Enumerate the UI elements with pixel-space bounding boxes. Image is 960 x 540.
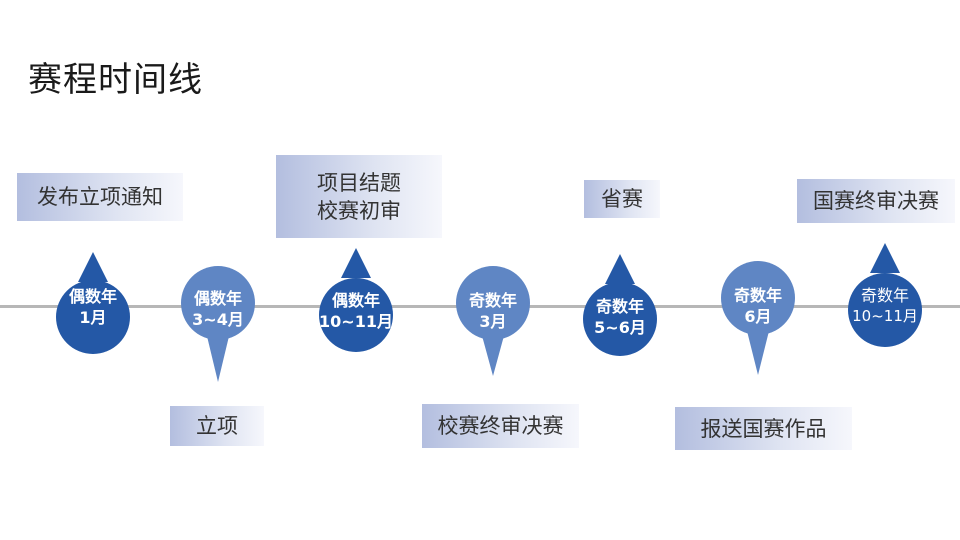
timeline-node-4: 奇数年 3月 <box>453 262 533 382</box>
node-marker-pointer-up <box>319 248 393 352</box>
event-label: 项目结题 <box>317 170 401 195</box>
node-month-label: 3~4月 <box>192 310 244 329</box>
node-month-label: 3月 <box>479 312 507 331</box>
event-box-1: 发布立项通知 <box>17 173 183 221</box>
timeline-node-5: 奇数年 5~6月 <box>580 254 660 374</box>
node-year-label: 奇数年 <box>468 291 517 310</box>
event-label: 国赛终审决赛 <box>813 189 939 213</box>
node-year-label: 奇数年 <box>860 286 909 305</box>
node-year-label: 偶数年 <box>331 291 380 310</box>
node-marker-pointer-down <box>456 266 530 376</box>
timeline-node-2: 偶数年 3~4月 <box>178 262 258 382</box>
event-box-6: 报送国赛作品 <box>675 407 852 450</box>
event-box-5: 省赛 <box>584 180 660 218</box>
timeline-node-1: 偶数年 1月 <box>53 252 133 372</box>
event-box-7: 国赛终审决赛 <box>797 179 955 223</box>
node-marker-pointer-down <box>181 266 255 382</box>
event-label: 省赛 <box>601 187 643 211</box>
node-year-label: 偶数年 <box>68 287 117 306</box>
event-label: 立项 <box>196 414 238 438</box>
node-month-label: 10~11月 <box>852 307 918 325</box>
node-marker-pointer-up <box>56 252 130 354</box>
event-box-3: 项目结题 校赛初审 <box>276 155 442 238</box>
node-month-label: 1月 <box>79 308 107 327</box>
node-marker-pointer-up <box>848 243 922 347</box>
event-label: 发布立项通知 <box>37 185 163 209</box>
node-year-label: 奇数年 <box>595 297 644 316</box>
event-label: 校赛初审 <box>317 198 401 223</box>
event-label: 校赛终审决赛 <box>437 414 564 438</box>
node-year-label: 奇数年 <box>733 286 782 305</box>
event-box-4: 校赛终审决赛 <box>422 404 579 448</box>
node-year-label: 偶数年 <box>193 289 242 308</box>
event-label: 报送国赛作品 <box>700 416 827 441</box>
node-marker-pointer-down <box>721 261 795 375</box>
node-month-label: 6月 <box>744 307 772 326</box>
timeline-node-7: 奇数年 10~11月 <box>845 243 925 363</box>
timeline-node-6: 奇数年 6月 <box>718 257 798 377</box>
page-title: 赛程时间线 <box>28 60 203 100</box>
timeline-node-3: 偶数年 10~11月 <box>316 248 396 368</box>
event-box-2: 立项 <box>170 406 264 446</box>
node-month-label: 10~11月 <box>319 312 393 331</box>
node-marker-pointer-up <box>583 254 657 356</box>
node-month-label: 5~6月 <box>594 318 646 337</box>
